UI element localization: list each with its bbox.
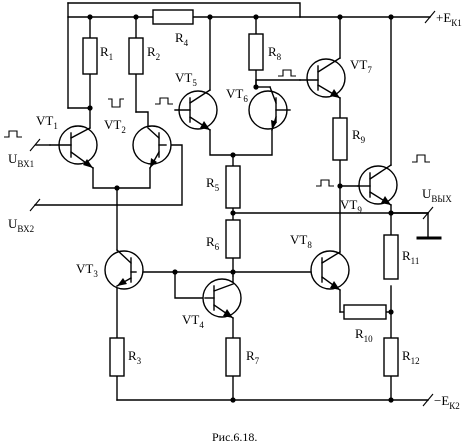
label-vt6: VT	[226, 86, 243, 101]
terminals	[29, 10, 442, 407]
resistor-r12	[383, 337, 399, 377]
resistor-r9	[332, 117, 348, 161]
svg-text:R12: R12	[402, 348, 420, 366]
transistor-vt3	[104, 249, 144, 290]
transistor-vt4	[202, 278, 242, 319]
label-ek1: +E	[436, 10, 451, 25]
resistors	[82, 9, 399, 377]
label-r10: R	[355, 326, 364, 341]
label-r5: R	[206, 175, 215, 190]
label-vt9: VT	[340, 197, 357, 212]
svg-text:UВХ1: UВХ1	[8, 151, 34, 169]
resistor-r2	[128, 37, 144, 75]
label-vt8: VT	[290, 232, 307, 247]
svg-text:R4: R4	[175, 30, 189, 48]
label-r8: R	[268, 44, 277, 59]
resistor-r7	[225, 337, 241, 377]
junction-dots	[87, 14, 394, 403]
transistor-vt1	[49, 125, 98, 169]
label-r2: R	[147, 44, 156, 59]
resistor-r8	[248, 33, 264, 71]
svg-text:R1: R1	[100, 44, 113, 62]
svg-text:R11: R11	[402, 248, 419, 266]
svg-text:R7: R7	[246, 348, 260, 366]
transistors	[49, 57, 398, 319]
label-vt7: VT	[350, 57, 367, 72]
label-vt4: VT	[182, 312, 199, 327]
label-uin2: U	[8, 216, 18, 231]
resistor-r1	[82, 37, 98, 75]
svg-text:R5: R5	[206, 175, 220, 193]
svg-text:VT7: VT7	[350, 57, 372, 75]
transistor-vt2	[132, 125, 172, 169]
label-uout: U	[422, 186, 432, 201]
transistor-vt8	[310, 250, 350, 291]
resistor-r3	[109, 337, 125, 377]
svg-text:VT8: VT8	[290, 232, 312, 250]
resistor-r4	[152, 9, 194, 25]
label-r9: R	[352, 127, 361, 142]
resistor-r10	[343, 304, 387, 320]
figure-caption: Рис.6.18.	[212, 430, 257, 444]
label-vt2: VT	[104, 117, 121, 132]
transistor-vt6	[248, 86, 291, 131]
svg-text:+EК1: +EК1	[436, 10, 462, 28]
svg-text:VT6: VT6	[226, 86, 248, 104]
svg-text:R8: R8	[268, 44, 282, 62]
resistor-r6	[225, 219, 241, 259]
transistor-vt7	[299, 57, 346, 99]
svg-text:VT3: VT3	[76, 261, 98, 279]
svg-text:UВХ2: UВХ2	[8, 216, 34, 234]
transistor-vt5	[174, 89, 218, 131]
label-r6: R	[206, 234, 215, 249]
label-vt3: VT	[76, 261, 93, 276]
transistor-vt9	[357, 164, 398, 206]
svg-text:UВЫХ: UВЫХ	[422, 186, 452, 204]
svg-text:VT9: VT9	[340, 197, 362, 215]
label-r12: R	[402, 348, 411, 363]
labels: R1 R2 R4 R8 R9 R5 R6 R3 R7 R11 R12 R10 V…	[8, 10, 462, 444]
label-r7: R	[246, 348, 255, 363]
label-r1: R	[100, 44, 109, 59]
svg-text:R6: R6	[206, 234, 220, 252]
label-ek2: −E	[434, 393, 449, 408]
svg-text:VT1: VT1	[36, 113, 58, 131]
label-vt1: VT	[36, 113, 53, 128]
svg-text:R2: R2	[147, 44, 160, 62]
pulse-symbols	[4, 69, 430, 187]
label-uin1: U	[8, 151, 18, 166]
svg-text:VT4: VT4	[182, 312, 204, 330]
svg-text:R10: R10	[355, 326, 373, 344]
label-r4: R	[175, 30, 184, 45]
resistor-r11	[383, 234, 399, 280]
label-r11: R	[402, 248, 411, 263]
label-r3: R	[128, 348, 137, 363]
svg-text:R3: R3	[128, 348, 142, 366]
svg-text:−EК2: −EК2	[434, 393, 460, 411]
resistor-r5	[225, 165, 241, 209]
svg-text:VT5: VT5	[175, 70, 197, 88]
svg-text:R9: R9	[352, 127, 366, 145]
svg-text:VT2: VT2	[104, 117, 126, 135]
label-vt5: VT	[175, 70, 192, 85]
